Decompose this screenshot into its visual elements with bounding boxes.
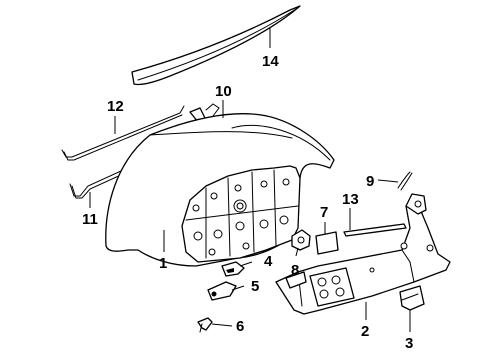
callout-1: 1 <box>159 255 167 272</box>
callout-10: 10 <box>215 83 232 100</box>
torsion-rod-upper <box>61 105 185 161</box>
callout-6: 6 <box>236 318 244 335</box>
leader-lines <box>89 28 411 332</box>
callout-2: 2 <box>361 323 369 340</box>
license-lamp-plate <box>315 231 339 255</box>
corner-cover <box>399 285 425 311</box>
callout-12: 12 <box>107 98 124 115</box>
callout-5: 5 <box>251 278 259 295</box>
weatherstrip-end <box>397 171 413 191</box>
trim-panel <box>275 193 451 315</box>
lock-cylinder <box>291 229 311 251</box>
callout-7: 7 <box>320 204 328 221</box>
callout-11: 11 <box>82 211 98 228</box>
callout-13: 13 <box>342 191 359 208</box>
rear-spoiler <box>131 5 301 86</box>
trunk-lid <box>105 113 335 267</box>
callout-8: 8 <box>291 262 299 279</box>
clip <box>221 261 245 277</box>
callout-9: 9 <box>366 173 374 190</box>
callout-3: 3 <box>405 335 413 352</box>
callout-4: 4 <box>264 253 273 270</box>
callout-14: 14 <box>262 53 279 70</box>
callout-labels: 14 12 10 11 1 2 3 4 5 6 7 8 9 13 <box>82 53 413 352</box>
fastener <box>197 317 213 333</box>
bracket <box>207 281 237 301</box>
trim-strip <box>343 223 407 237</box>
